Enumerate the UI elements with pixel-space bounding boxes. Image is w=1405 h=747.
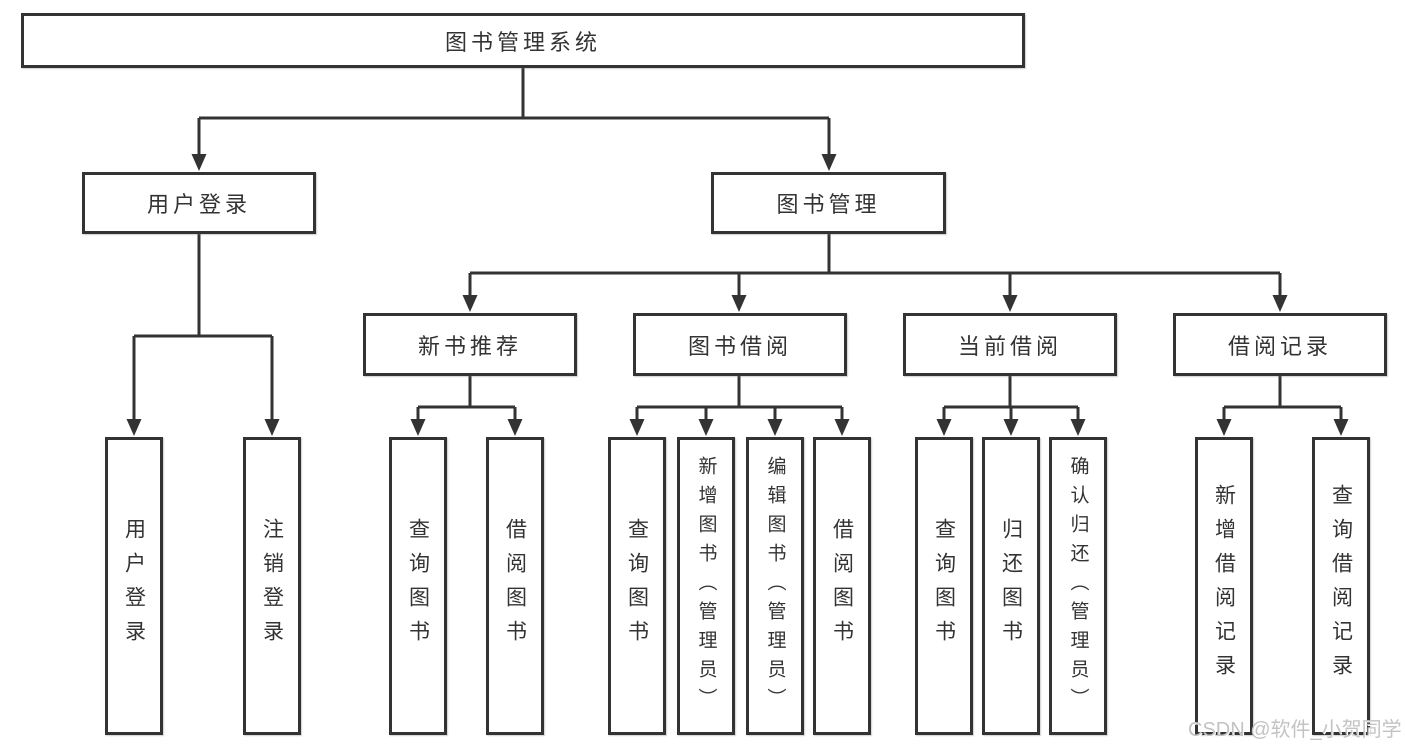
arrow-to-borrow-records	[1272, 295, 1288, 312]
leaf-label: 新增借阅记录	[1212, 484, 1236, 688]
node-book-borrowing: 图书借阅	[633, 313, 847, 376]
connector-paths	[132, 68, 1343, 420]
node-borrowing-records: 借阅记录	[1173, 313, 1387, 376]
node-label: 新书推荐	[417, 333, 522, 359]
leaf-label: 借阅图书	[503, 518, 527, 654]
arrow-to-leaf-nb-borrow	[507, 419, 523, 436]
node-label: 当前借阅	[957, 333, 1062, 359]
arrow-to-book-borrow	[731, 295, 747, 312]
arrow-to-leaf-nb-query	[410, 419, 426, 436]
arrow-to-new-books	[462, 295, 478, 312]
arrow-to-leaf-br-add	[1216, 419, 1232, 436]
arrow-to-leaf-bb-query	[629, 419, 645, 436]
leaf-confirm-return-admin: 确认归还（管理员）	[1049, 437, 1107, 735]
node-current-borrowing: 当前借阅	[903, 313, 1117, 376]
arrow-to-current-borrow	[1002, 295, 1018, 312]
arrow-to-leaf-user-login	[126, 419, 142, 436]
arrowheads	[126, 154, 1349, 436]
leaf-label: 注销登录	[260, 518, 284, 654]
leaf-label: 查询图书	[625, 518, 649, 654]
arrow-to-leaf-cb-return	[1003, 419, 1019, 436]
node-new-book-recommendation: 新书推荐	[363, 313, 577, 376]
leaf-label: 新增图书（管理员）	[695, 455, 717, 717]
leaf-edit-books-admin: 编辑图书（管理员）	[746, 437, 804, 735]
arrow-to-book-mgmt	[821, 154, 837, 171]
node-label: 图书管理系统	[444, 29, 601, 55]
arrow-to-user-login	[191, 154, 207, 171]
leaf-label: 查询图书	[406, 518, 430, 654]
leaf-borrow-books: 借阅图书	[813, 437, 871, 735]
leaf-label: 用户登录	[122, 518, 146, 654]
leaf-logout: 注销登录	[243, 437, 301, 735]
leaf-borrow-books: 借阅图书	[486, 437, 544, 735]
leaf-query-borrow-record: 查询借阅记录	[1312, 437, 1370, 735]
node-library-management-system: 图书管理系统	[21, 13, 1025, 68]
leaf-label: 编辑图书（管理员）	[764, 455, 786, 717]
node-label: 借阅记录	[1227, 333, 1332, 359]
leaf-label: 确认归还（管理员）	[1067, 455, 1089, 717]
node-label: 图书管理	[776, 192, 881, 217]
leaf-user-login: 用户登录	[105, 437, 163, 735]
leaf-add-borrow-record: 新增借阅记录	[1195, 437, 1253, 735]
node-user-login: 用户登录	[82, 172, 316, 234]
arrow-to-leaf-logout	[264, 419, 280, 436]
arrow-to-leaf-bb-borrow	[834, 419, 850, 436]
leaf-query-books: 查询图书	[389, 437, 447, 735]
leaf-label: 查询图书	[932, 518, 956, 654]
node-label: 用户登录	[146, 192, 251, 217]
csdn-watermark: CSDN @软件_小贺同学	[1188, 719, 1402, 741]
arrow-to-leaf-cb-query	[936, 419, 952, 436]
node-book-management: 图书管理	[711, 172, 946, 234]
leaf-label: 归还图书	[999, 518, 1023, 654]
arrow-to-leaf-bb-add	[698, 419, 714, 436]
leaf-label: 借阅图书	[830, 518, 854, 654]
leaf-query-books: 查询图书	[608, 437, 666, 735]
arrow-to-leaf-bb-edit	[767, 419, 783, 436]
leaf-query-books: 查询图书	[915, 437, 973, 735]
leaf-add-books-admin: 新增图书（管理员）	[677, 437, 735, 735]
leaf-label: 查询借阅记录	[1329, 484, 1353, 688]
node-label: 图书借阅	[687, 333, 792, 359]
arrow-to-leaf-cb-confirm	[1070, 419, 1086, 436]
arrow-to-leaf-br-query	[1333, 419, 1349, 436]
leaf-return-books: 归还图书	[982, 437, 1040, 735]
